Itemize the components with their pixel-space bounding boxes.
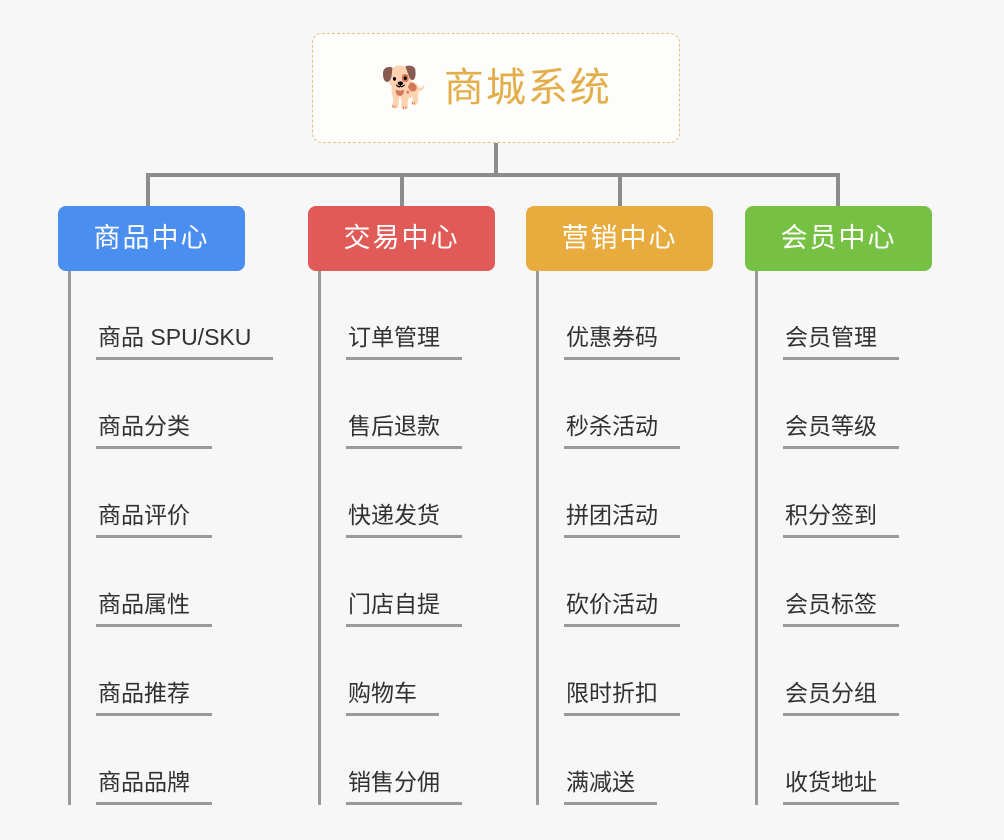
category-item-list: 商品 SPU/SKU 商品分类商品评价商品属性商品推荐商品品牌 [58,271,274,805]
list-item[interactable]: 商品 SPU/SKU [58,271,274,360]
item-trunk-line [68,271,71,805]
list-item[interactable]: 会员管理 [745,271,932,360]
list-item-label: 秒杀活动 [564,413,680,449]
list-item-label: 拼团活动 [564,502,680,538]
root-title: 商城系统 [443,66,612,110]
list-item[interactable]: 收货地址 [745,716,932,805]
list-item[interactable]: 商品推荐 [58,627,273,716]
list-item-label: 购物车 [346,680,439,716]
category-header-label: 营销中心 [561,223,678,253]
list-item-label: 售后退款 [346,413,462,449]
category-item-list: 会员管理会员等级积分签到会员标签会员分组收货地址 [745,271,932,805]
category-connector-drop [836,173,840,207]
category-column: 交易中心订单管理售后退款快递发货门店自提购物车销售分佣 [308,206,495,805]
list-item-label: 商品评价 [96,502,212,538]
list-item[interactable]: 会员标签 [745,538,932,627]
root-node[interactable]: 🐕 商城系统 [312,33,680,143]
list-item-label: 优惠券码 [564,324,680,360]
category-header[interactable]: 交易中心 [308,206,495,271]
list-item[interactable]: 快递发货 [308,449,495,538]
item-trunk-line [318,271,321,805]
category-connector-drop [618,173,622,207]
list-item[interactable]: 门店自提 [308,538,495,627]
category-item-list: 订单管理售后退款快递发货门店自提购物车销售分佣 [308,271,495,805]
category-item-list: 优惠券码秒杀活动拼团活动砍价活动限时折扣满减送 [526,271,713,805]
list-item[interactable]: 商品分类 [58,360,273,449]
list-item[interactable]: 商品品牌 [58,716,273,805]
list-item-label: 会员分组 [783,680,899,716]
list-item-label: 快递发货 [346,502,462,538]
category-bus-line [150,173,840,177]
list-item[interactable]: 积分签到 [745,449,932,538]
list-item-label: 限时折扣 [564,680,680,716]
list-item[interactable]: 拼团活动 [526,449,713,538]
list-item[interactable]: 销售分佣 [308,716,495,805]
list-item[interactable]: 商品评价 [58,449,273,538]
list-item[interactable]: 订单管理 [308,271,495,360]
list-item-label: 商品品牌 [96,769,212,805]
shiba-dog-face-icon: 🐕 [380,66,430,110]
root-connector-stem [494,143,498,176]
category-column: 会员中心会员管理会员等级积分签到会员标签会员分组收货地址 [745,206,932,805]
item-trunk-line [755,271,758,805]
category-header[interactable]: 会员中心 [745,206,932,271]
category-connector-drop [400,173,404,207]
category-header[interactable]: 商品中心 [58,206,245,271]
list-item-label: 收货地址 [783,769,899,805]
category-connector-drop [146,173,150,207]
list-item-label: 销售分佣 [346,769,462,805]
list-item[interactable]: 商品属性 [58,538,273,627]
category-header-label: 商品中心 [93,223,210,253]
list-item-label: 会员标签 [783,591,899,627]
list-item[interactable]: 会员等级 [745,360,932,449]
category-column: 商品中心商品 SPU/SKU 商品分类商品评价商品属性商品推荐商品品牌 [58,206,274,805]
list-item-label: 商品推荐 [96,680,212,716]
list-item-label: 商品分类 [96,413,212,449]
list-item-label: 满减送 [564,769,657,805]
list-item-label: 积分签到 [783,502,899,538]
category-header-label: 会员中心 [780,223,897,253]
list-item-label: 会员管理 [783,324,899,360]
list-item-label: 订单管理 [346,324,462,360]
list-item-label: 砍价活动 [564,591,680,627]
list-item[interactable]: 限时折扣 [526,627,713,716]
list-item-label: 会员等级 [783,413,899,449]
list-item[interactable]: 优惠券码 [526,271,713,360]
list-item-label: 商品 SPU/SKU [96,324,274,360]
list-item-label: 门店自提 [346,591,462,627]
item-trunk-line [536,271,539,805]
list-item[interactable]: 满减送 [526,716,713,805]
list-item[interactable]: 会员分组 [745,627,932,716]
list-item[interactable]: 售后退款 [308,360,495,449]
category-column: 营销中心优惠券码秒杀活动拼团活动砍价活动限时折扣满减送 [526,206,713,805]
list-item[interactable]: 购物车 [308,627,495,716]
list-item[interactable]: 砍价活动 [526,538,713,627]
category-header-label: 交易中心 [343,223,460,253]
list-item[interactable]: 秒杀活动 [526,360,713,449]
list-item-label: 商品属性 [96,591,212,627]
category-header[interactable]: 营销中心 [526,206,713,271]
